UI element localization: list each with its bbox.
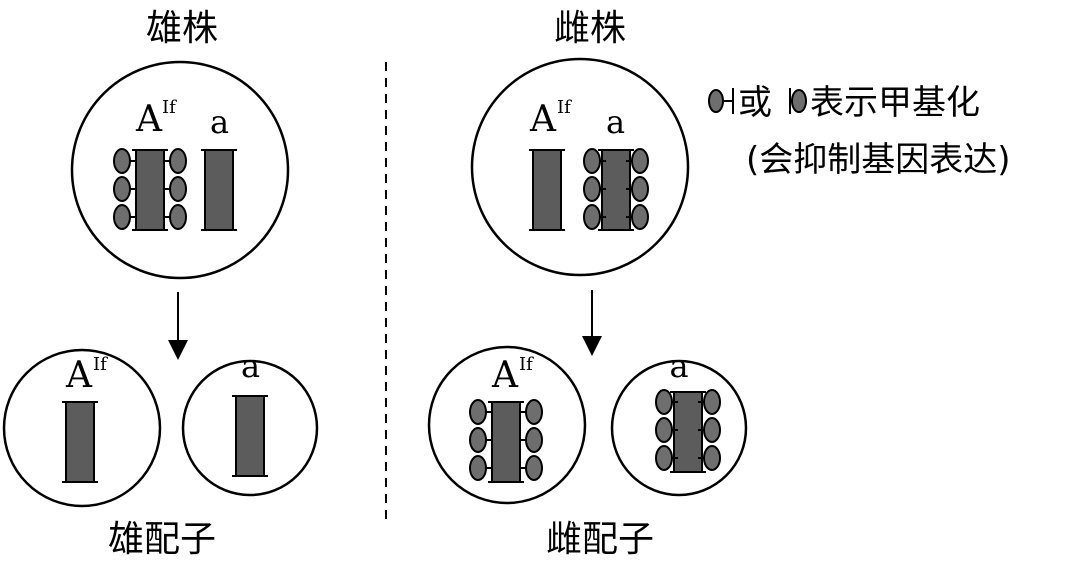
female-plant-title: 雌株	[554, 8, 626, 49]
chromosome-a-methylated	[583, 148, 649, 231]
chromosome-a-plain	[201, 149, 237, 231]
allele-label-a: a	[210, 103, 229, 141]
female-parent-cell: A If a	[470, 57, 690, 277]
allele-label-A: A	[529, 99, 557, 140]
chromosome-AIf-methylated	[113, 148, 187, 231]
allele-label-superscript: If	[557, 97, 572, 118]
male-plant-title: 雄株	[146, 8, 218, 49]
legend: 或 表示甲基化 (会抑制基因表达)	[708, 83, 1011, 180]
chromosome-AIf-methylated	[491, 401, 521, 483]
methyl-left-symbol-icon	[708, 88, 734, 114]
female-gametes-caption: 雌配子	[546, 519, 654, 560]
allele-label-superscript: If	[162, 97, 177, 118]
allele-label-a: a	[241, 347, 260, 385]
chromosome-AIf-plain	[529, 149, 565, 231]
cell-outline	[470, 57, 690, 277]
legend-note-text: (会抑制基因表达)	[746, 140, 1011, 180]
allele-label-A: A	[65, 355, 93, 396]
allele-label-A: A	[491, 355, 519, 396]
male-gametes-caption: 雄配子	[108, 519, 216, 560]
allele-label-superscript: If	[93, 354, 108, 375]
male-gamete-AIf: A If	[2, 348, 162, 508]
female-gamete-AIf: A If	[427, 345, 587, 505]
allele-label-a: a	[606, 103, 625, 141]
male-gamete-a: a	[181, 347, 319, 497]
legend-or-text: 或	[738, 83, 772, 123]
chromosome-a-plain	[235, 395, 265, 477]
chromosome-AIf-plain	[65, 401, 95, 483]
allele-label-superscript: If	[519, 354, 534, 375]
chromosome-a-methylated	[673, 391, 703, 473]
legend-meaning-text: 表示甲基化	[810, 83, 980, 123]
methyl-right-symbol-icon	[789, 88, 807, 114]
female-gamete-a: a	[610, 347, 748, 497]
male-parent-cell: A If a	[70, 60, 290, 280]
allele-label-A: A	[135, 99, 163, 140]
allele-label-a: a	[669, 347, 688, 385]
